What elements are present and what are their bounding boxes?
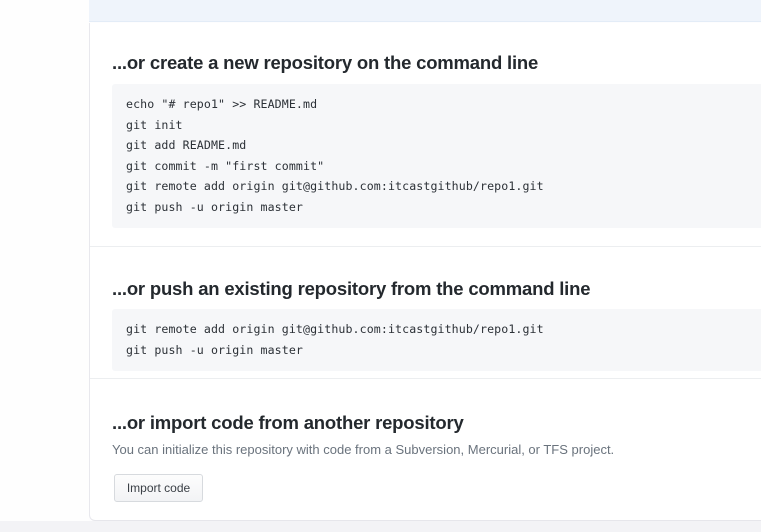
import-code-button[interactable]: Import code [114,474,203,502]
page-left-gutter [0,0,89,532]
quick-setup-panel: ...or create a new repository on the com… [89,23,761,521]
code-line: git push -u origin master [126,342,304,357]
code-block-push-existing-repository[interactable]: git remote add origin git@github.com:itc… [112,309,761,371]
code-line: echo "# repo1" >> README.md [126,97,318,111]
code-line: git init [126,117,183,132]
code-line: git add README.md [126,138,247,152]
section-push-existing-repository: ...or push an existing repository from t… [90,246,761,378]
section-create-new-repository: ...or create a new repository on the com… [90,23,761,246]
section-heading-push-existing-repository: ...or push an existing repository from t… [112,278,591,299]
section-description-import-code: You can initialize this repository with … [112,442,615,457]
code-line: git remote add origin git@github.com:itc… [126,322,544,336]
code-line: git remote add origin git@github.com:itc… [126,179,544,193]
section-heading-create-new-repository: ...or create a new repository on the com… [112,52,539,73]
page-footer-area [0,521,761,532]
code-block-create-new-repository[interactable]: echo "# repo1" >> README.md git init git… [112,84,761,228]
section-heading-import-code: ...or import code from another repositor… [112,412,464,433]
section-import-code: ...or import code from another repositor… [90,378,761,521]
code-line: git push -u origin master [126,199,304,214]
top-banner-strip [89,0,761,22]
code-line: git commit -m "first commit" [126,158,325,173]
